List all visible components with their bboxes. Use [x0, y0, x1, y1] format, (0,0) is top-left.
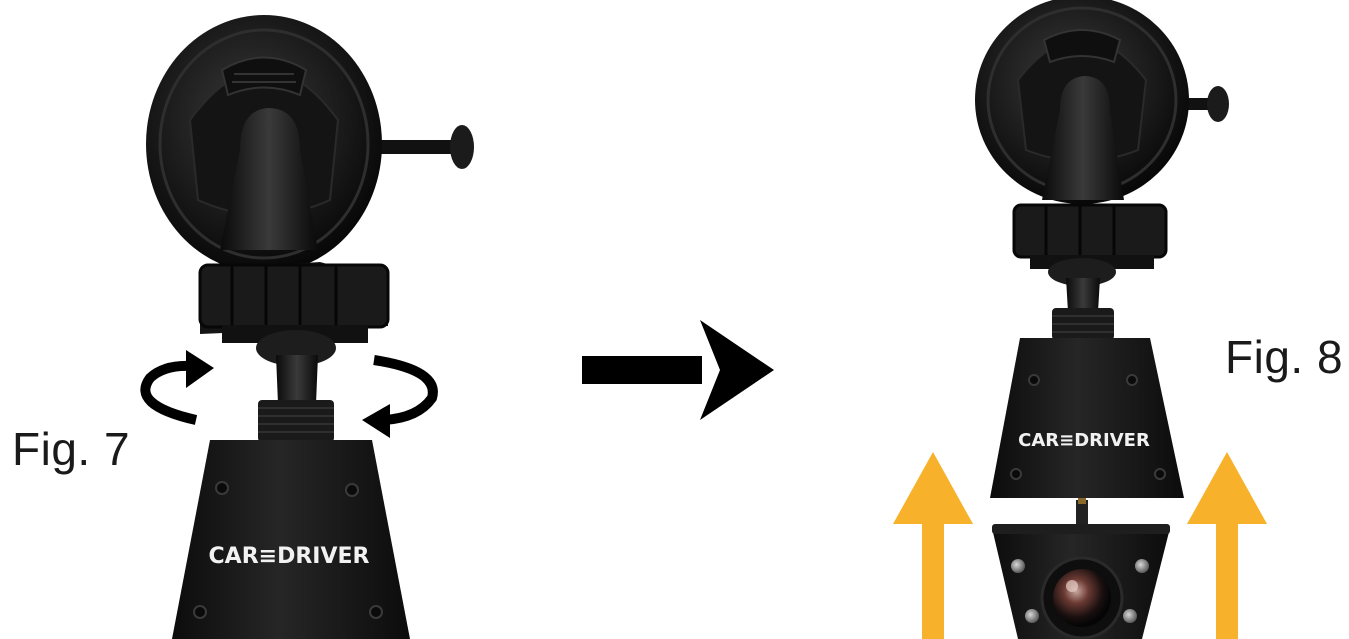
led-light: [1123, 609, 1137, 623]
brand-logo: CAR≡DRIVER: [209, 544, 370, 569]
led-light: [1011, 559, 1025, 573]
locking-ring: [198, 262, 390, 343]
rotate-arrows-icon: [140, 350, 438, 438]
fig-7-device: CAR≡DRIVER: [146, 15, 474, 639]
right-arrow-icon: [582, 320, 774, 420]
up-arrow-icon-right: [1187, 452, 1267, 639]
fig-8-device: CAR≡DRIVER: [975, 0, 1229, 639]
camera-lens: [1053, 569, 1111, 627]
mount-arm: [220, 108, 318, 250]
ball-neck: [276, 355, 318, 404]
led-light: [1025, 609, 1039, 623]
bracket-body: CAR≡DRIVER: [172, 440, 410, 639]
fig-8-label: Fig. 8: [1225, 331, 1344, 383]
camera-module: [992, 498, 1170, 639]
bracket-body: CAR≡DRIVER: [990, 338, 1184, 498]
suction-release-knob: [378, 125, 474, 169]
mount-arm: [1042, 76, 1124, 200]
ball-neck: [1066, 278, 1100, 312]
brand-logo: CAR≡DRIVER: [1018, 430, 1150, 451]
fig-7-label: Fig. 7: [12, 423, 131, 475]
led-light: [1135, 559, 1149, 573]
threaded-collar: [258, 400, 334, 442]
threaded-collar: [1052, 308, 1114, 340]
up-arrow-icon-left: [893, 452, 973, 639]
